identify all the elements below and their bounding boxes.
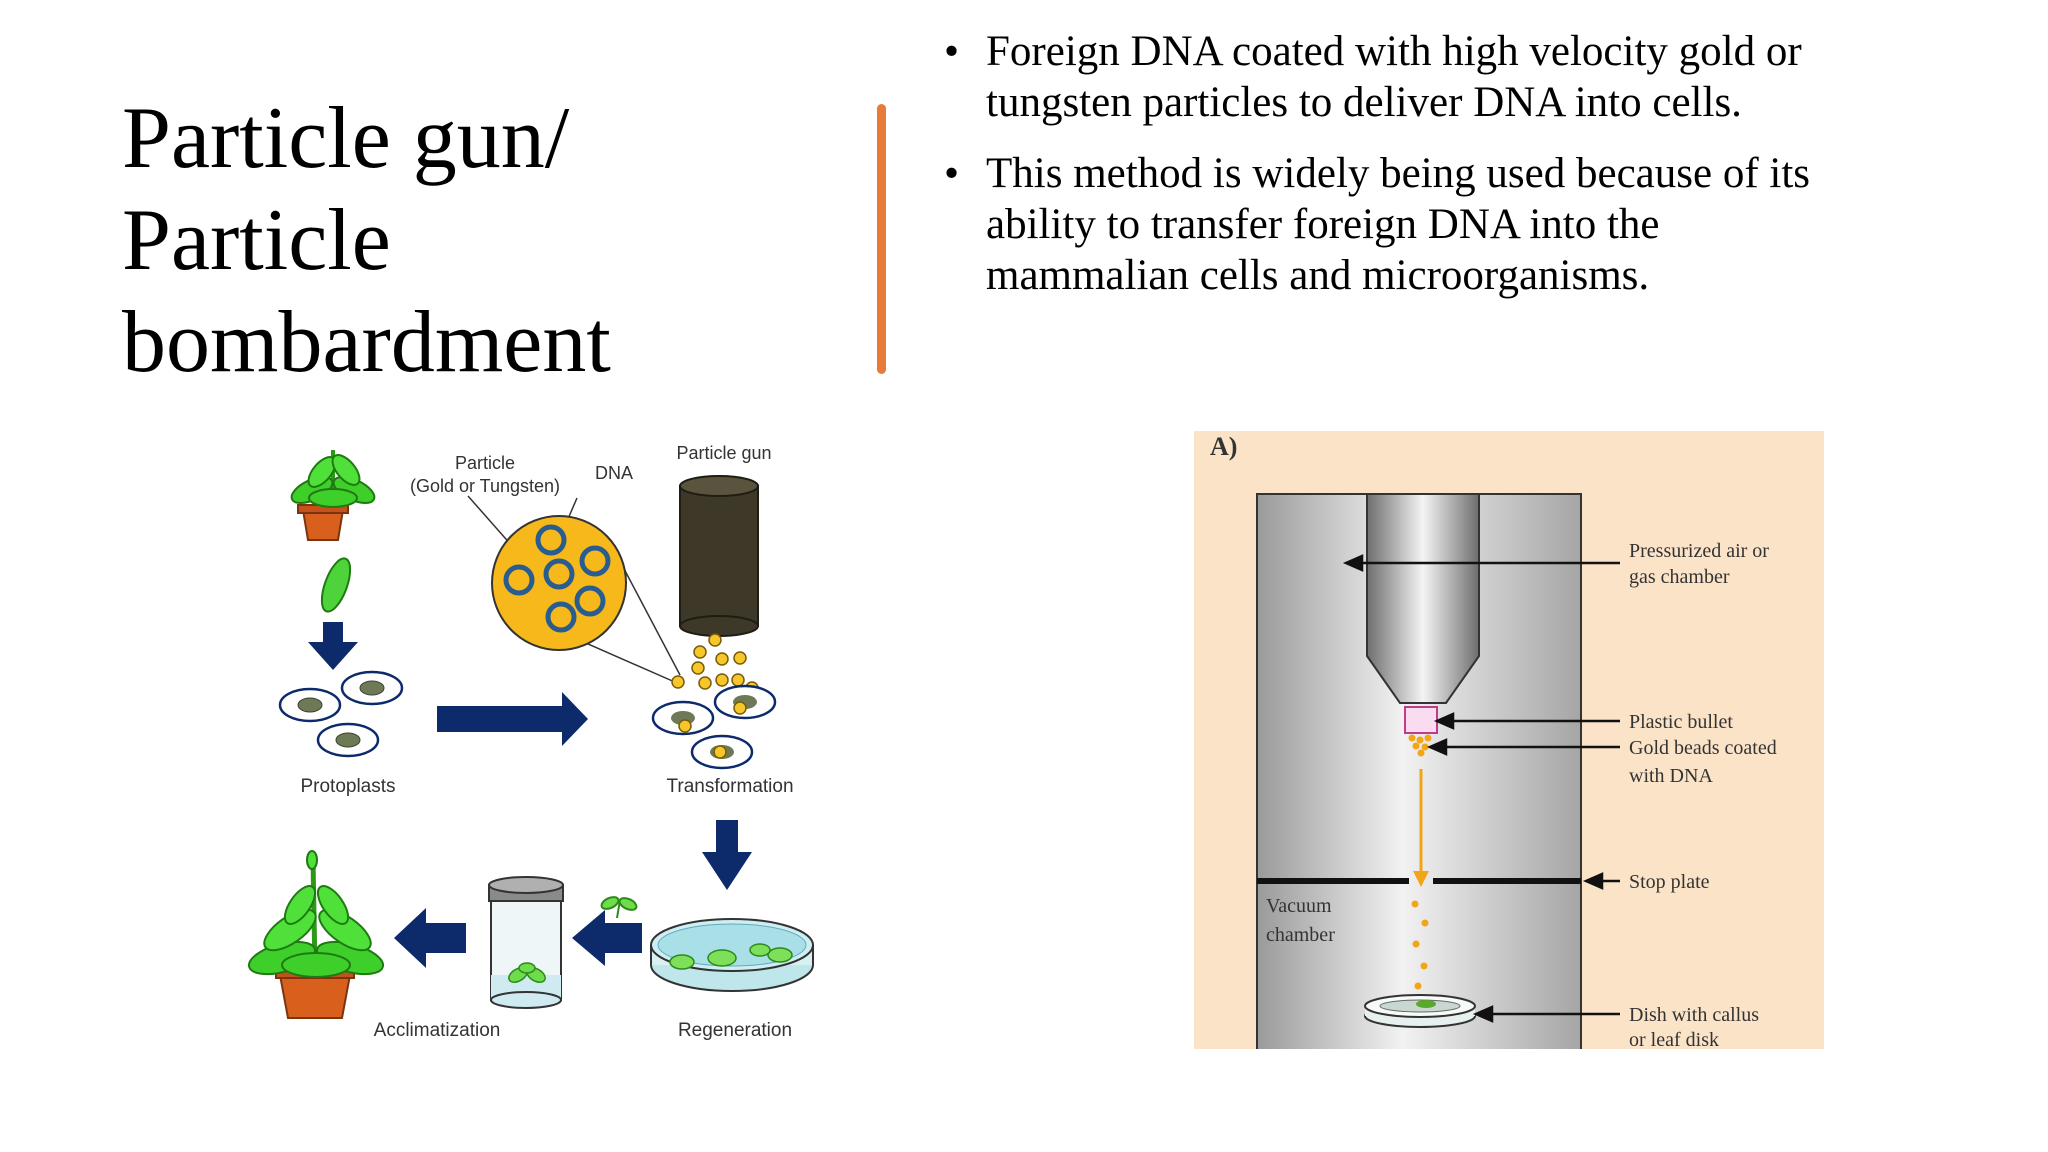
label-vacuum-1: Vacuum	[1266, 895, 1332, 917]
slide-title: Particle gun/ Particle bombardment	[122, 88, 762, 394]
culture-jar	[488, 876, 564, 1009]
title-line: bombardment	[122, 294, 611, 391]
leaf-explant	[320, 557, 352, 613]
label-gold-beads-2: with DNA	[1629, 765, 1713, 787]
down-arrow-icon	[702, 820, 752, 890]
acclimatized-plant	[247, 850, 385, 1019]
bullet-line: ability to transfer foreign DNA into the	[986, 201, 1660, 248]
label-pressurized-1: Pressurized air or	[1629, 540, 1769, 562]
title-line: Particle	[122, 192, 391, 289]
right-arrow-icon	[437, 692, 588, 746]
bullet-line: mammalian cells and microorganisms.	[986, 252, 1650, 299]
panel-label: A)	[1210, 432, 1237, 461]
label-gold-tungsten: (Gold or Tungsten)	[410, 476, 560, 496]
label-vacuum-2: chamber	[1266, 924, 1335, 946]
gold-beads	[1408, 734, 1432, 757]
particle-gun	[679, 475, 759, 637]
label-particle: Particle	[455, 453, 515, 473]
label-dna: DNA	[595, 463, 633, 483]
transformed-cells	[651, 684, 777, 770]
label-protoplasts: Protoplasts	[300, 776, 395, 797]
bullet-dot: •	[944, 28, 960, 75]
bullet-line: Foreign DNA coated with high velocity go…	[986, 28, 1802, 75]
pressurized-barrel	[1366, 493, 1480, 704]
left-arrow-icon	[572, 910, 642, 966]
bullet-line: tungsten particles to deliver DNA into c…	[986, 79, 1742, 126]
particle-magnified	[467, 495, 681, 684]
seedling	[600, 896, 638, 919]
bullet-line: This method is widely being used because…	[986, 150, 1811, 197]
label-acclimatization: Acclimatization	[374, 1020, 501, 1041]
label-transformation: Transformation	[666, 776, 793, 797]
bullet-item: • Foreign DNA coated with high velocity …	[944, 26, 1944, 128]
label-dish-2: or leaf disk	[1629, 1029, 1719, 1049]
down-arrow-icon	[308, 622, 358, 670]
label-plastic-bullet: Plastic bullet	[1629, 711, 1733, 733]
plastic-bullet	[1404, 706, 1438, 734]
callus-dish	[1364, 994, 1476, 1028]
label-dish-1: Dish with callus	[1629, 1004, 1759, 1026]
label-particle-gun: Particle gun	[676, 443, 771, 463]
label-regeneration: Regeneration	[678, 1020, 792, 1041]
label-pressurized-2: gas chamber	[1629, 566, 1730, 588]
regeneration-dish	[650, 918, 814, 992]
label-stop-plate: Stop plate	[1629, 871, 1710, 893]
gene-gun-apparatus-diagram: A) Vacuum chamber Pressurized air or	[1194, 431, 1824, 1049]
left-arrow-icon	[394, 908, 466, 968]
label-gold-beads-1: Gold beads coated	[1629, 737, 1777, 759]
accent-divider	[877, 104, 886, 374]
bullet-list: • Foreign DNA coated with high velocity …	[944, 26, 1944, 321]
title-line: Particle gun/	[122, 90, 570, 187]
bullet-item: • This method is widely being used becau…	[944, 148, 1944, 301]
bullet-dot: •	[944, 150, 960, 197]
source-plant	[290, 450, 376, 541]
